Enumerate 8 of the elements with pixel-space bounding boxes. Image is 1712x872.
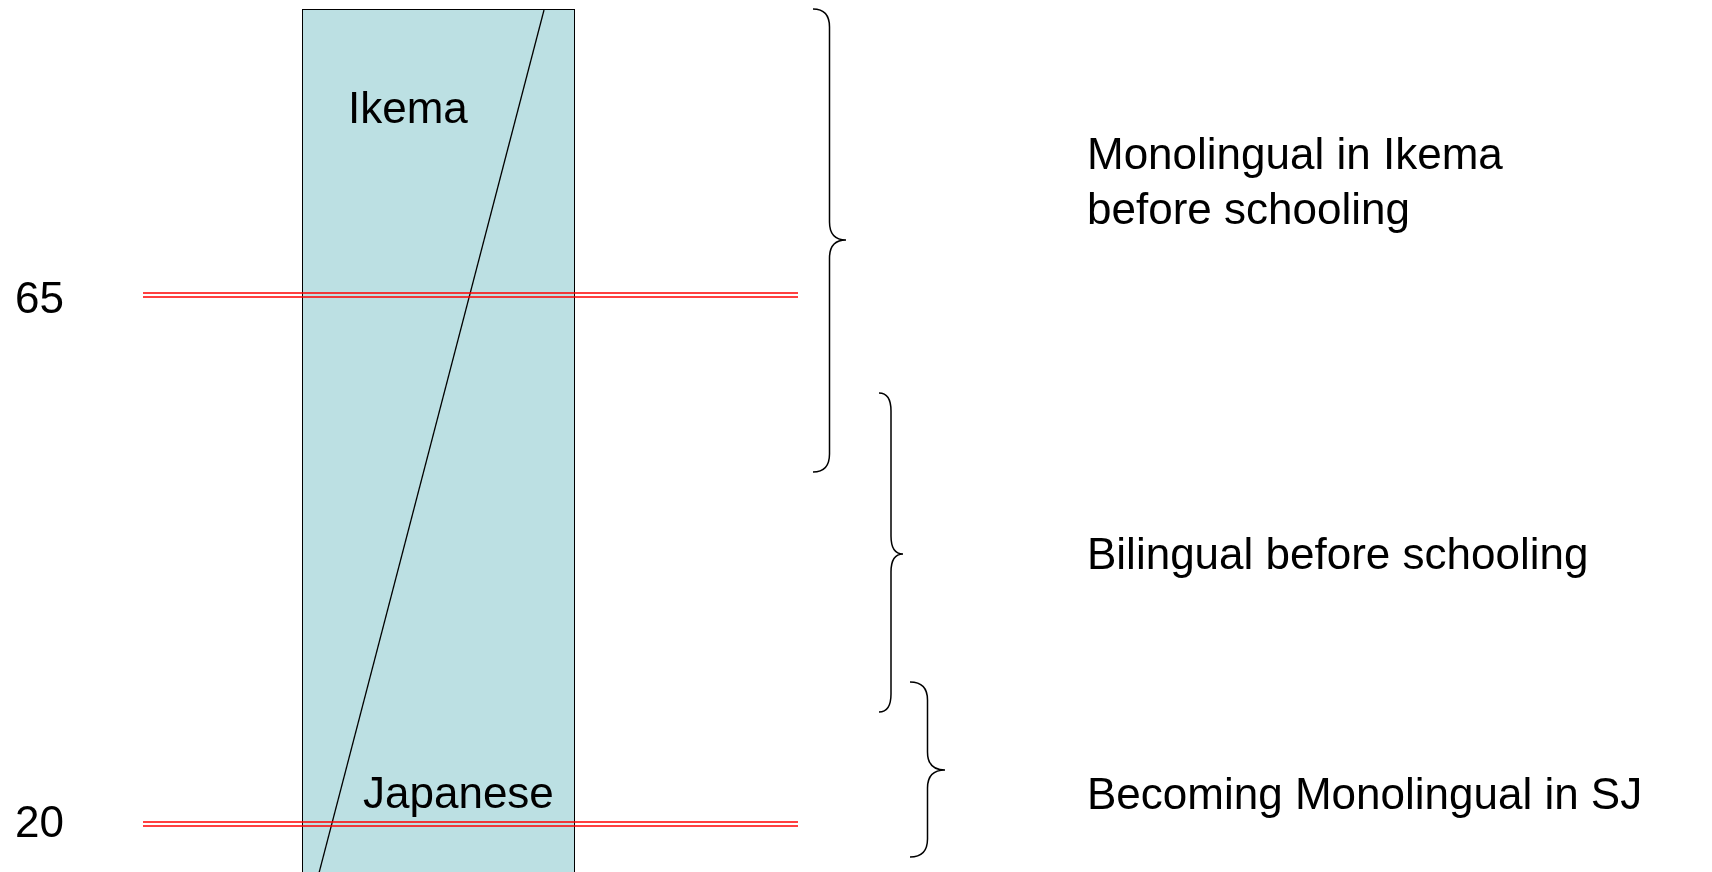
stage-label: Becoming Monolingual in SJ — [1087, 768, 1643, 820]
language-bar — [302, 9, 575, 872]
stage-label: Bilingual before schooling — [1087, 528, 1589, 580]
language-label: Japanese — [363, 767, 554, 819]
language-label: Ikema — [348, 82, 468, 134]
age-label: 65 — [15, 272, 64, 324]
age-label: 20 — [15, 796, 64, 848]
stage-label: Monolingual in Ikema before schooling — [1087, 128, 1504, 235]
